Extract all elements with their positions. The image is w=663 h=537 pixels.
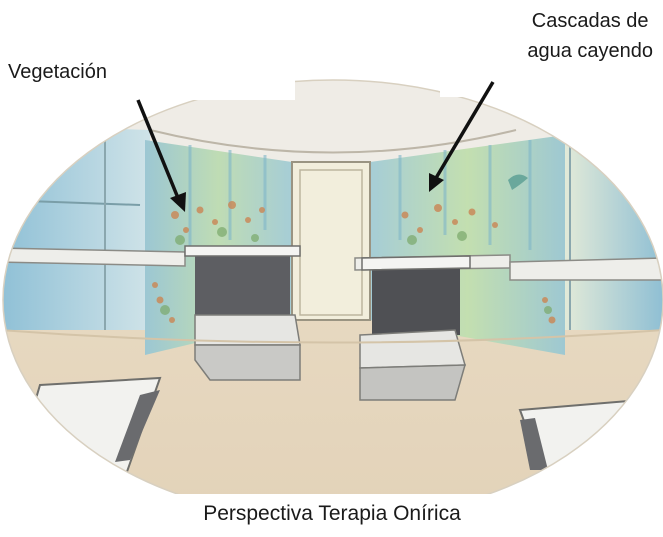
vegetation-label: Vegetación (8, 61, 107, 83)
bird-icon (508, 174, 528, 190)
vegetation-clusters (152, 201, 556, 333)
right-table-shadow (520, 418, 548, 470)
oval-scene (3, 80, 663, 520)
label-patch-right (440, 72, 550, 97)
waterfall-label: Cascadas de agua cayendo (527, 6, 653, 66)
right-bed-mattress (359, 329, 466, 369)
waterfall-arrow (429, 81, 495, 192)
right-counter (509, 257, 663, 281)
waterfall-label-line-2: agua cayendo (527, 40, 653, 62)
right-side-wall (560, 125, 663, 330)
waterfall-label-line-1: Cascadas de (531, 10, 649, 32)
left-table-shadow (115, 390, 160, 462)
left-counter (3, 247, 186, 267)
left-bed-canopy (195, 250, 290, 320)
ceiling-edge (149, 129, 517, 154)
right-bed-base (359, 364, 467, 401)
central-door (291, 161, 371, 321)
foreground-left-table (3, 376, 162, 520)
door-frame (299, 169, 363, 316)
waterfall-streaks (188, 140, 532, 250)
floor-line (3, 329, 663, 344)
label-patch-left (140, 72, 295, 100)
figure-caption: Perspectiva Terapia Onírica (163, 494, 501, 534)
left-bed-base (194, 344, 301, 381)
left-bed-top (184, 245, 301, 257)
right-bed-canopy (372, 262, 460, 335)
right-bed-top (361, 255, 471, 271)
vegetation-arrow (136, 99, 186, 212)
left-side-wall (3, 125, 150, 330)
